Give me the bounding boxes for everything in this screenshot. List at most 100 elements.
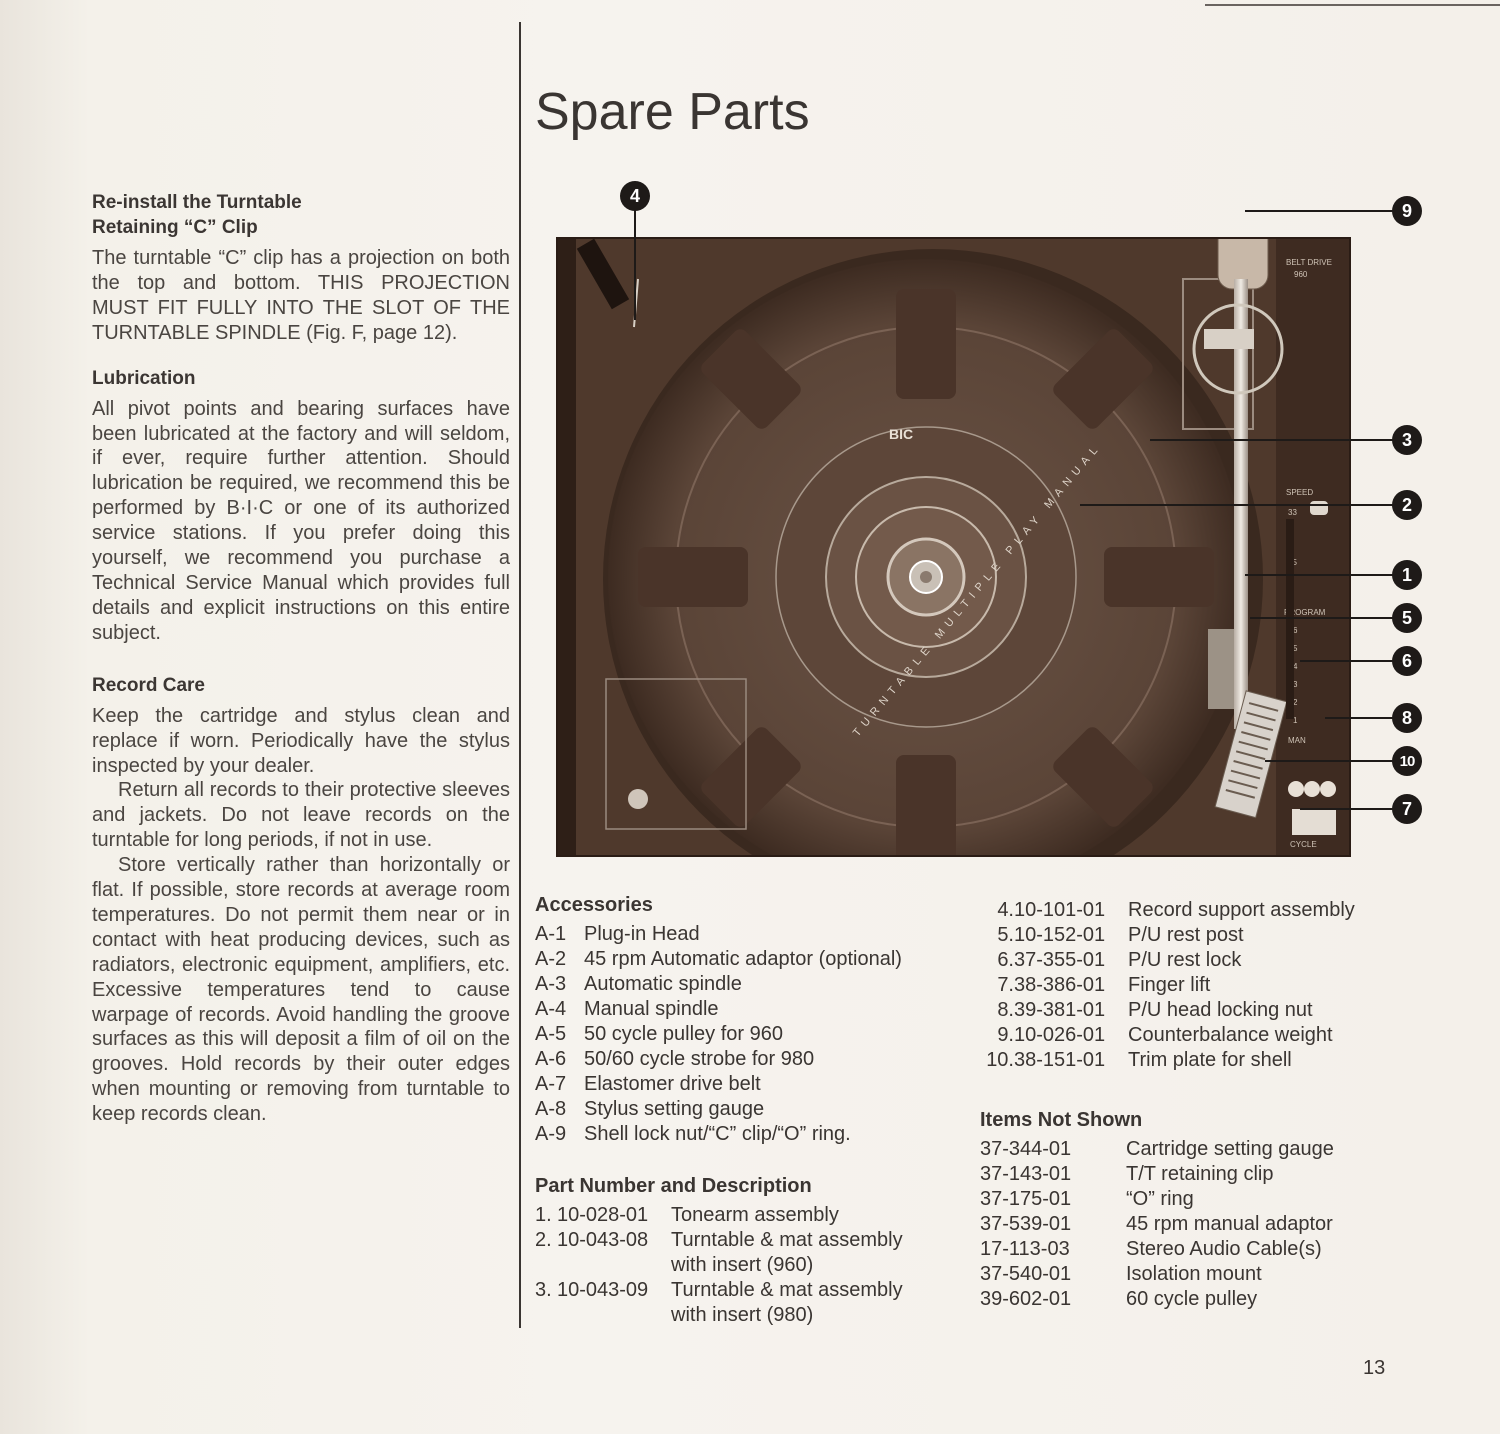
item-number: 7. <box>997 974 1014 996</box>
item-number: 4. <box>997 899 1014 921</box>
list-item: 5.10-152-01 P/U rest post <box>979 923 1399 948</box>
headshell <box>1214 690 1288 819</box>
item-part-number: 10-043-09 <box>557 1279 649 1301</box>
list-item-continuation: with insert (980) <box>535 1303 965 1328</box>
turntable-photo: BIC TURNTABLE MULTIPLE PLAY MANUAL BELT … <box>556 237 1351 857</box>
item-part-number: 10-043-08 <box>557 1229 649 1251</box>
leader-2 <box>1080 504 1395 506</box>
item-number: 1. <box>535 1204 552 1226</box>
callout-4: 4 <box>620 181 650 211</box>
item-desc: Elastomer drive belt <box>584 1073 761 1095</box>
item-desc: P/U rest post <box>1128 924 1244 946</box>
item-desc: 60 cycle pulley <box>1126 1288 1258 1310</box>
item-desc: with insert (960) <box>671 1254 814 1276</box>
item-id: A-4 <box>535 998 567 1020</box>
item-desc: P/U rest lock <box>1128 949 1242 971</box>
platter-spokes <box>638 289 1214 855</box>
item-id: A-3 <box>535 973 567 995</box>
list-item: A-7 Elastomer drive belt <box>535 1072 965 1097</box>
paragraph-record-care-3: Store vertically rather than horizontall… <box>92 854 510 1126</box>
list-item-continuation: with insert (960) <box>535 1253 965 1278</box>
item-id: A-9 <box>535 1123 567 1145</box>
turntable-illustration: BIC TURNTABLE MULTIPLE PLAY MANUAL BELT … <box>558 239 1349 855</box>
paragraph-record-care-1: Keep the cartridge and stylus clean and … <box>92 704 510 777</box>
list-item: 7.38-386-01 Finger lift <box>979 973 1399 998</box>
item-id: A-1 <box>535 923 567 945</box>
item-part-number: 37-539-01 <box>980 1213 1072 1235</box>
leader-6 <box>1300 660 1395 662</box>
item-desc: Trim plate for shell <box>1128 1049 1292 1071</box>
panel-label: 1 <box>1293 716 1298 725</box>
items-not-shown-list: Items Not Shown 37-344-01 Cartridge setti… <box>980 1108 1400 1312</box>
item-id: A-2 <box>535 948 567 970</box>
list-item: A-1 Plug-in Head <box>535 922 965 947</box>
callout-6: 6 <box>1392 646 1422 676</box>
item-desc: Plug-in Head <box>584 923 700 945</box>
list-item: A-8 Stylus setting gauge <box>535 1097 965 1122</box>
item-desc: Shell lock nut/“C” clip/“O” ring. <box>584 1123 851 1145</box>
item-id: A-5 <box>535 1023 567 1045</box>
left-column: Re-install the Turntable Retaining “C” C… <box>92 190 510 1127</box>
item-desc: 50 cycle pulley for 960 <box>584 1023 784 1045</box>
page-title: Spare Parts <box>535 83 810 141</box>
item-part-number: 10-026-01 <box>1014 1024 1106 1046</box>
list-item: 37-344-01 Cartridge setting gauge <box>980 1137 1400 1162</box>
list-item: A-3 Automatic spindle <box>535 972 965 997</box>
item-desc: Stylus setting gauge <box>584 1098 765 1120</box>
callout-1: 1 <box>1392 560 1422 590</box>
item-desc: Counterbalance weight <box>1128 1024 1333 1046</box>
brand-label: BIC <box>889 426 913 442</box>
item-number: 5. <box>997 924 1014 946</box>
item-id: A-8 <box>535 1098 567 1120</box>
item-desc: T/T retaining clip <box>1126 1163 1274 1185</box>
item-desc: Automatic spindle <box>584 973 742 995</box>
item-number: 3. <box>535 1279 552 1301</box>
items-not-shown-heading: Items Not Shown <box>980 1109 1143 1131</box>
page-number: 13 <box>1363 1357 1386 1379</box>
item-part-number: 10-101-01 <box>1014 899 1106 921</box>
top-rule <box>1205 4 1500 6</box>
list-item: 2.10-043-08 Turntable & mat assembly <box>535 1228 965 1253</box>
item-part-number: 37-143-01 <box>980 1163 1072 1185</box>
control-panel: BELT DRIVE 960 SPEED 33 45 PROGRAM 6 5 4… <box>1284 258 1332 849</box>
heading-lubrication: Lubrication <box>92 367 196 389</box>
item-number: 10. <box>986 1049 1014 1071</box>
paragraph-lubrication: All pivot points and bearing surfaces ha… <box>92 397 510 644</box>
callout-9: 9 <box>1392 196 1422 226</box>
item-desc: Turntable & mat assembly <box>671 1229 903 1251</box>
item-part-number: 10-152-01 <box>1014 924 1106 946</box>
item-part-number: 38-386-01 <box>1014 974 1106 996</box>
item-part-number: 17-113-03 <box>980 1238 1070 1260</box>
item-number: 2. <box>535 1229 552 1251</box>
item-part-number: 37-344-01 <box>980 1138 1072 1160</box>
panel-label: BELT DRIVE <box>1286 258 1332 267</box>
item-part-number: 37-175-01 <box>980 1188 1072 1210</box>
column-divider <box>519 22 521 1328</box>
item-id: A-6 <box>535 1048 567 1070</box>
item-desc: Record support assembly <box>1128 899 1355 921</box>
leader-7 <box>1300 808 1395 810</box>
item-id: A-7 <box>535 1073 567 1095</box>
parts-heading: Part Number and Description <box>535 1175 812 1197</box>
leader-1 <box>1245 574 1395 576</box>
panel-label: MAN <box>1288 736 1306 745</box>
item-part-number: 10-028-01 <box>557 1204 649 1226</box>
callout-5: 5 <box>1392 603 1422 633</box>
panel-label: 960 <box>1294 270 1308 279</box>
panel-label: PROGRAM <box>1284 608 1326 617</box>
panel-label: SPEED <box>1286 488 1313 497</box>
item-desc: Finger lift <box>1128 974 1211 996</box>
panel-label: 3 <box>1293 680 1298 689</box>
item-desc: Turntable & mat assembly <box>671 1279 903 1301</box>
item-desc: Cartridge setting gauge <box>1126 1138 1334 1160</box>
item-desc: with insert (980) <box>671 1304 814 1326</box>
callout-8: 8 <box>1392 703 1422 733</box>
